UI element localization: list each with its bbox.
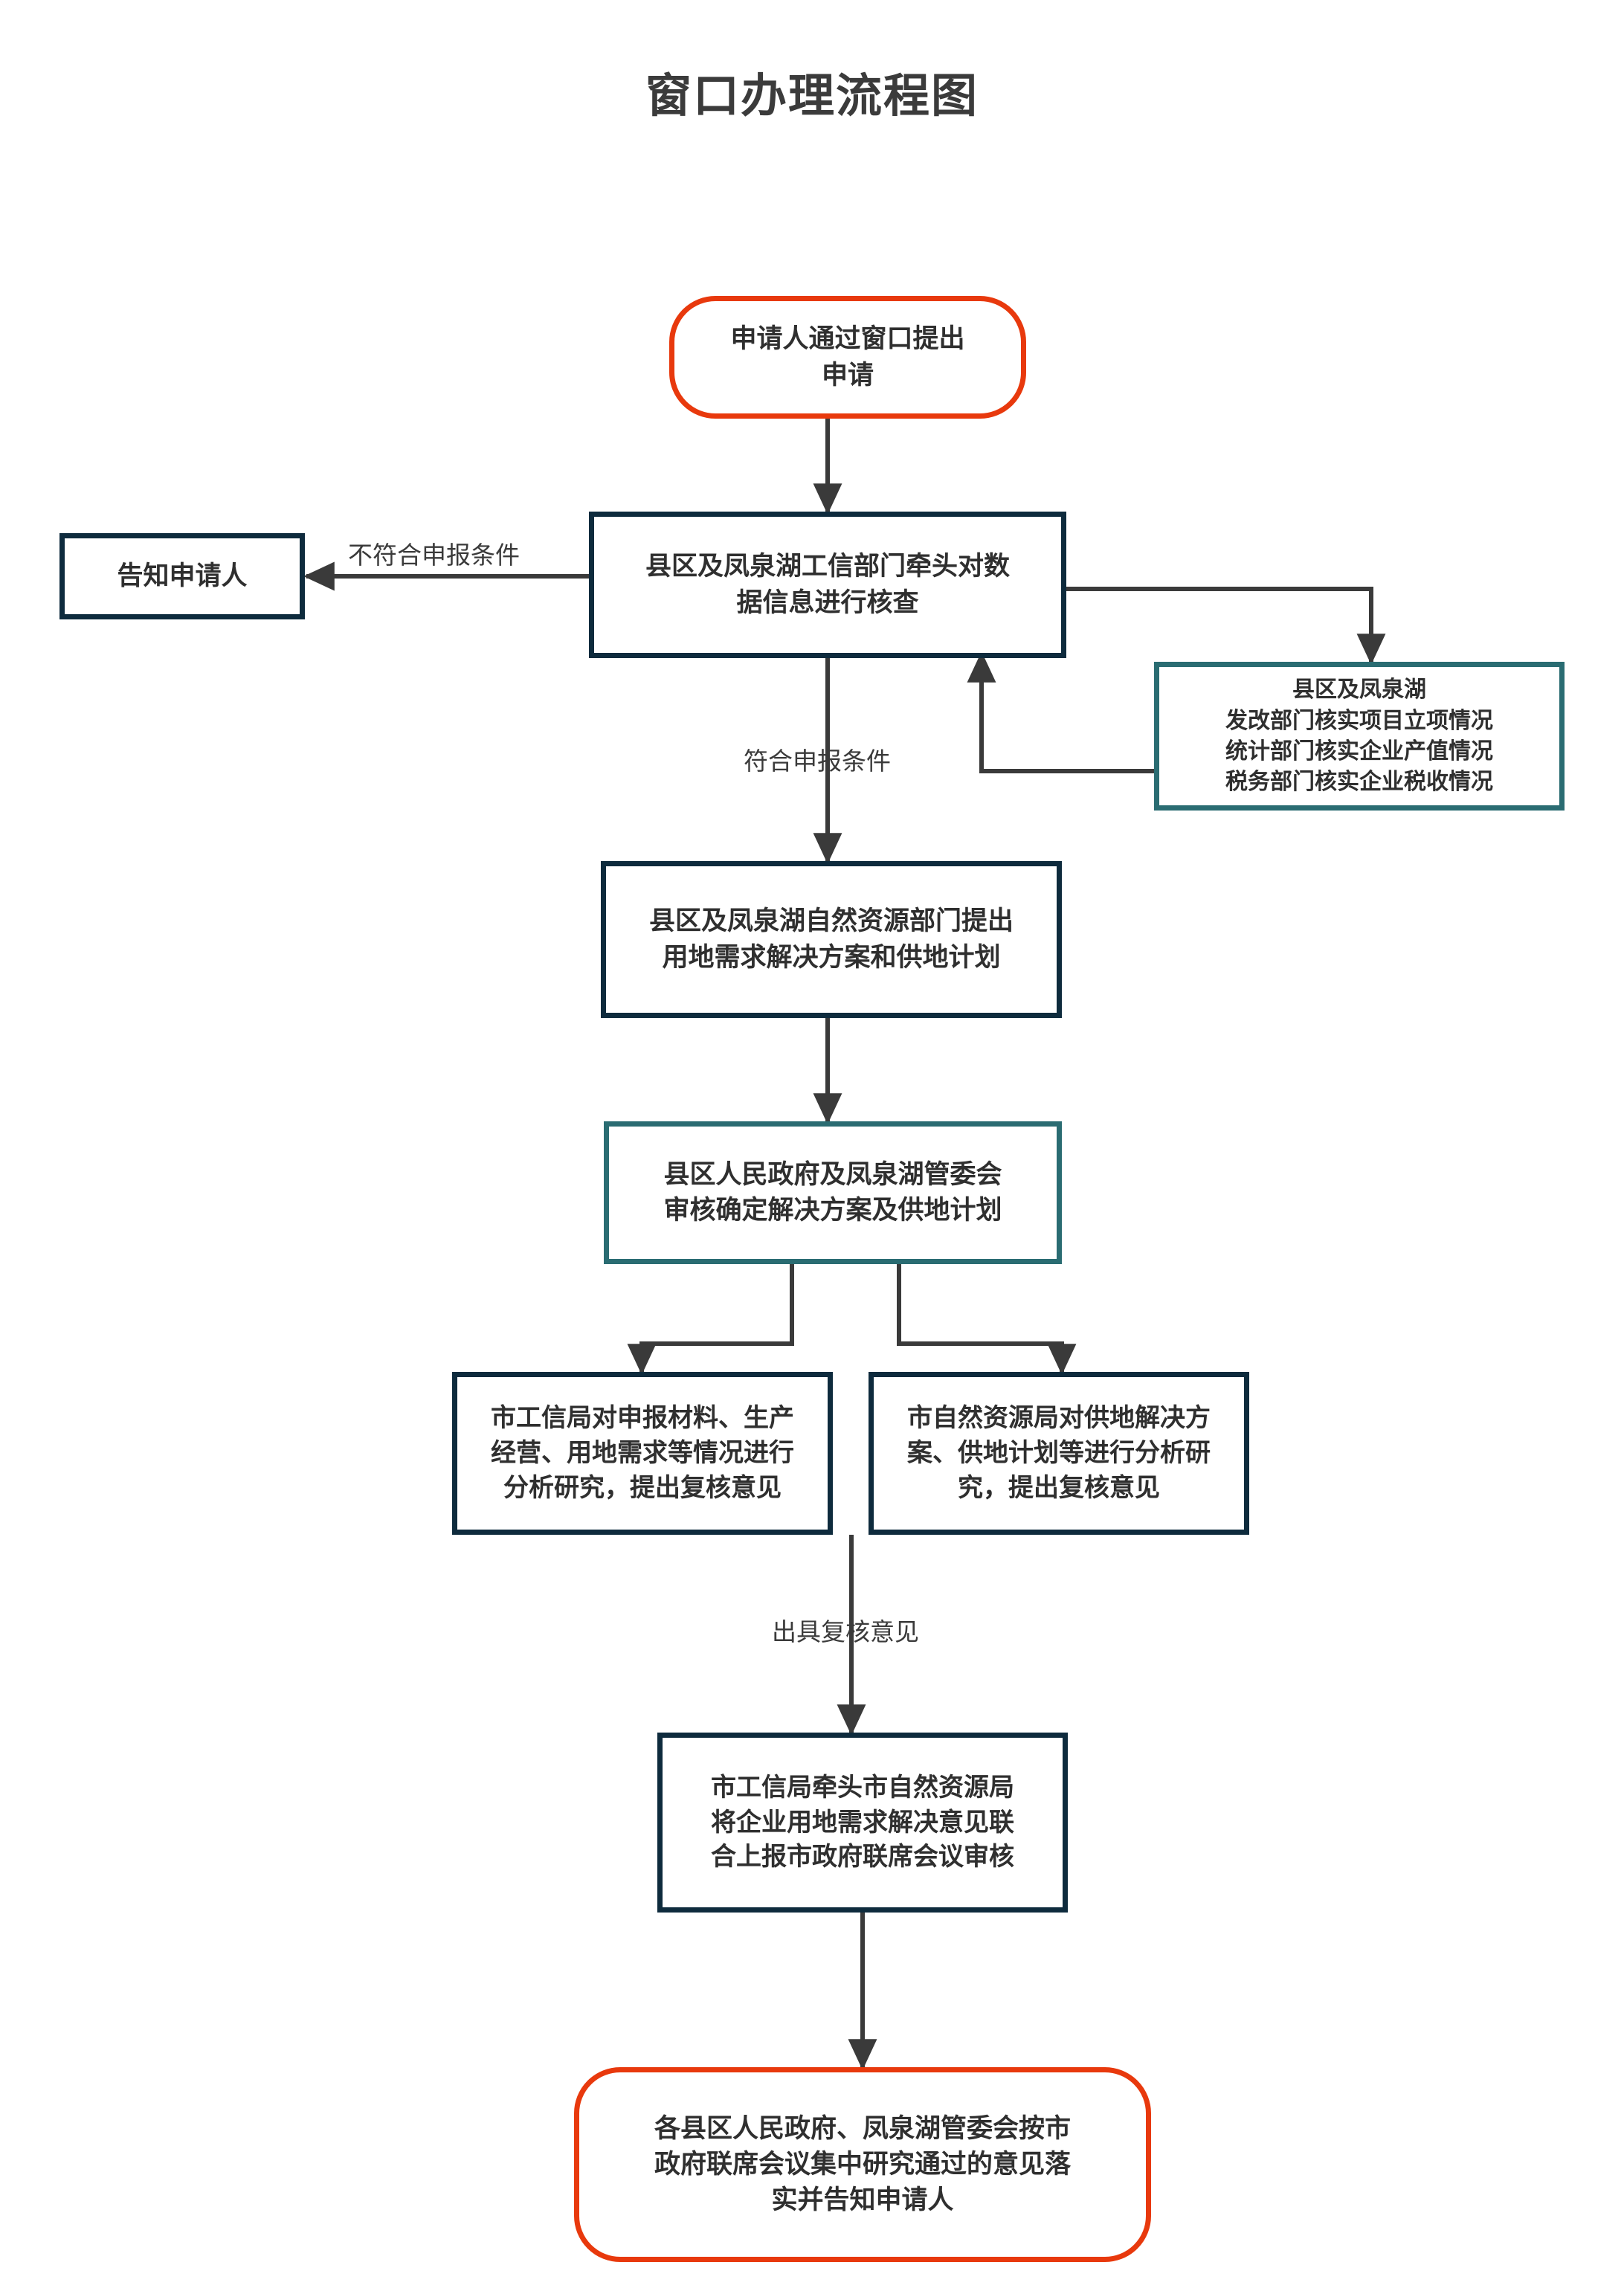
edge-label-not-qualified: 不符合申报条件 bbox=[348, 541, 520, 570]
edge-crosscheck-to-verify bbox=[967, 651, 1154, 773]
node-land-plan-proposal[interactable]: 县区及凤泉湖自然资源部门提出 用地需求解决方案和供地计划 bbox=[601, 861, 1062, 1018]
node-land-plan-proposal-label: 县区及凤泉湖自然资源部门提出 用地需求解决方案和供地计划 bbox=[648, 906, 1014, 973]
edge-label-qualified: 符合申报条件 bbox=[744, 747, 891, 776]
node-resources-bureau-review[interactable]: 市自然资源局对供地解决方 案、供地计划等进行分析研 究，提出复核意见 bbox=[869, 1372, 1249, 1535]
node-start-label: 申请人通过窗口提出 申请 bbox=[730, 324, 965, 390]
node-cross-check-departments-label: 县区及凤泉湖 发改部门核实项目立项情况 统计部门核实企业产值情况 税务部门核实企… bbox=[1225, 677, 1493, 796]
node-joint-report[interactable]: 市工信局牵头市自然资源局 将企业用地需求解决意见联 合上报市政府联席会议审核 bbox=[657, 1733, 1068, 1913]
node-government-approval-label: 县区人民政府及凤泉湖管委会 审核确定解决方案及供地计划 bbox=[663, 1159, 1002, 1225]
edge-label-issue-review: 出具复核意见 bbox=[772, 1617, 919, 1646]
node-data-verification-label: 县区及凤泉湖工信部门牵头对数 据信息进行核查 bbox=[645, 552, 1010, 618]
node-industry-bureau-review-label: 市工信局对申报材料、生产 经营、用地需求等情况进行 分析研究，提出复核意见 bbox=[491, 1403, 794, 1503]
node-start[interactable]: 申请人通过窗口提出 申请 bbox=[669, 296, 1026, 419]
edge-govapprove-to-resources bbox=[897, 1264, 1077, 1375]
node-end-implementation-label: 各县区人民政府、凤泉湖管委会按市 政府联席会议集中研究通过的意见落 实并告知申请… bbox=[654, 2113, 1071, 2216]
node-notify-applicant[interactable]: 告知申请人 bbox=[59, 533, 305, 619]
node-end-implementation[interactable]: 各县区人民政府、凤泉湖管委会按市 政府联席会议集中研究通过的意见落 实并告知申请… bbox=[574, 2067, 1151, 2262]
node-notify-applicant-label: 告知申请人 bbox=[117, 561, 248, 591]
edge-govapprove-to-industry bbox=[627, 1264, 794, 1375]
node-industry-bureau-review[interactable]: 市工信局对申报材料、生产 经营、用地需求等情况进行 分析研究，提出复核意见 bbox=[452, 1372, 833, 1535]
node-government-approval[interactable]: 县区人民政府及凤泉湖管委会 审核确定解决方案及供地计划 bbox=[604, 1121, 1062, 1264]
node-data-verification[interactable]: 县区及凤泉湖工信部门牵头对数 据信息进行核查 bbox=[589, 512, 1066, 658]
node-resources-bureau-review-label: 市自然资源局对供地解决方 案、供地计划等进行分析研 究，提出复核意见 bbox=[907, 1403, 1211, 1503]
page-title: 窗口办理流程图 bbox=[645, 68, 979, 123]
edge-verify-to-crosscheck bbox=[1066, 587, 1386, 665]
node-cross-check-departments[interactable]: 县区及凤泉湖 发改部门核实项目立项情况 统计部门核实企业产值情况 税务部门核实企… bbox=[1154, 662, 1565, 811]
node-joint-report-label: 市工信局牵头市自然资源局 将企业用地需求解决意见联 合上报市政府联席会议审核 bbox=[711, 1772, 1014, 1872]
